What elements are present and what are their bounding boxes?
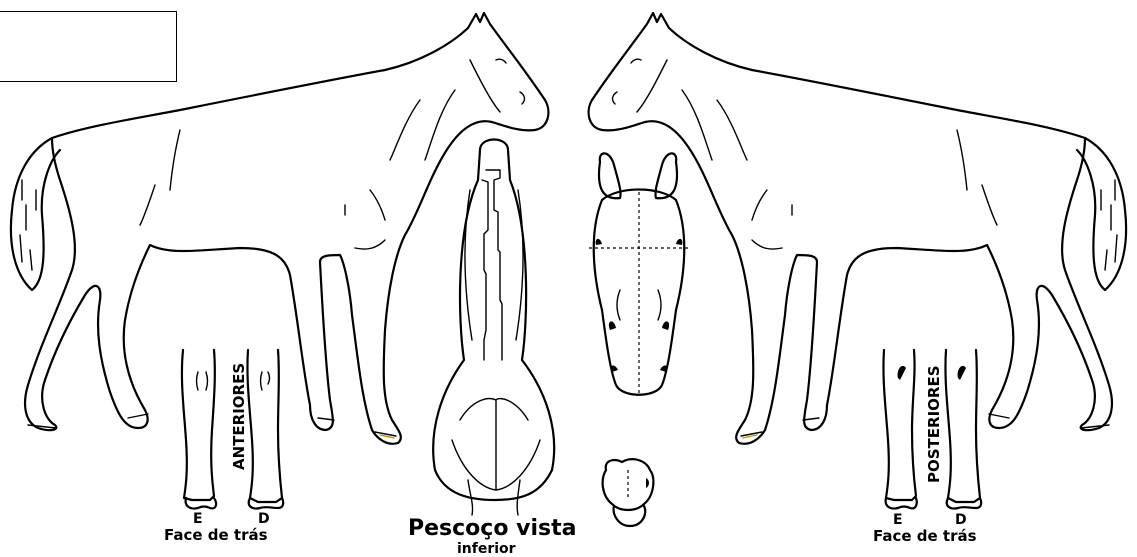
hind-legs-label: POSTERIORES [927, 373, 943, 483]
hind-left-letter: E [893, 513, 903, 527]
front-right-letter: D [258, 512, 270, 526]
hind-right-letter: D [955, 513, 967, 527]
horse-right-side-view [589, 13, 1127, 444]
front-left-letter: E [193, 512, 203, 526]
hoof-sole-view [603, 459, 654, 526]
front-legs-caption: Face de trás [164, 528, 268, 543]
neck-title: Pescoço vista [408, 518, 576, 540]
hind-legs-caption: Face de trás [873, 529, 977, 544]
front-legs-label: ANTERIORES [232, 370, 248, 470]
head-front-view [589, 153, 689, 395]
neck-underside-view [433, 140, 554, 516]
